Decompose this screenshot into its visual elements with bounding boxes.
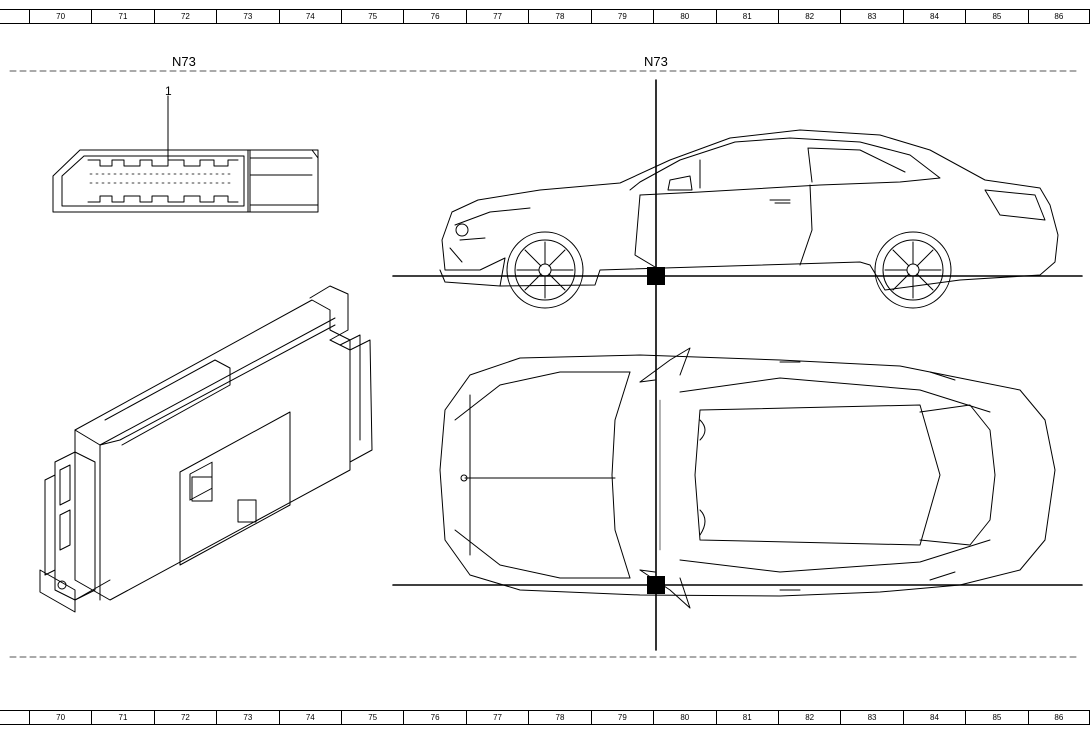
- ruler-cell: 77: [465, 9, 529, 24]
- locator-lines: [392, 79, 1083, 651]
- star-emblem-icon: [455, 223, 469, 237]
- ruler-cell: 71: [91, 710, 154, 725]
- car-top-view: [439, 347, 1056, 609]
- ruler-cell: 84: [902, 710, 966, 725]
- ruler-cell: 84: [902, 9, 966, 24]
- bottom-grid-ruler: 70 71 72 73 74 75 76 77 78 79 80 81 82 8…: [0, 710, 1090, 725]
- ruler-cell: 74: [278, 9, 341, 24]
- ruler-lead: [0, 9, 29, 24]
- ruler-cell: 76: [403, 9, 466, 24]
- ruler-cell: 75: [340, 710, 404, 725]
- ruler-cell: 78: [528, 9, 591, 24]
- ruler-cell: 81: [715, 9, 778, 24]
- ruler-cell: 85: [965, 9, 1028, 24]
- ruler-cell: 72: [153, 710, 217, 725]
- ruler-cell: 77: [465, 710, 529, 725]
- ruler-cell: 70: [28, 9, 92, 24]
- ruler-cell: 75: [340, 9, 404, 24]
- ruler-cell: 80: [653, 710, 716, 725]
- location-marker-top: [647, 576, 665, 594]
- ruler-cell: 72: [153, 9, 217, 24]
- component-label-left: N73: [172, 54, 196, 69]
- ruler-cell: 82: [777, 9, 841, 24]
- side-mirror: [667, 175, 693, 191]
- ruler-cell: 83: [840, 9, 903, 24]
- location-marker-side: [647, 267, 665, 285]
- ruler-cell: 85: [965, 710, 1028, 725]
- ruler-cell: 78: [528, 710, 591, 725]
- ruler-cell: 73: [216, 710, 279, 725]
- ruler-lead: [0, 710, 29, 725]
- ruler-cell: 70: [28, 710, 92, 725]
- ruler-cell: 76: [403, 710, 466, 725]
- callout-number: 1: [165, 84, 172, 98]
- component-label-right: N73: [644, 54, 668, 69]
- connector-view: [52, 95, 319, 213]
- ruler-cell: 80: [653, 9, 716, 24]
- car-side-view: [439, 129, 1059, 309]
- ruler-cell: 71: [91, 9, 154, 24]
- ruler-cell: 83: [840, 710, 903, 725]
- ruler-cell: 73: [216, 9, 279, 24]
- ruler-cell: 81: [715, 710, 778, 725]
- ruler-cell: 79: [590, 710, 654, 725]
- ruler-cell: 82: [777, 710, 841, 725]
- control-unit-isometric: [39, 285, 373, 613]
- top-grid-ruler: 70 71 72 73 74 75 76 77 78 79 80 81 82 8…: [0, 9, 1090, 24]
- ruler-cell: 79: [590, 9, 654, 24]
- ruler-cell: 74: [278, 710, 341, 725]
